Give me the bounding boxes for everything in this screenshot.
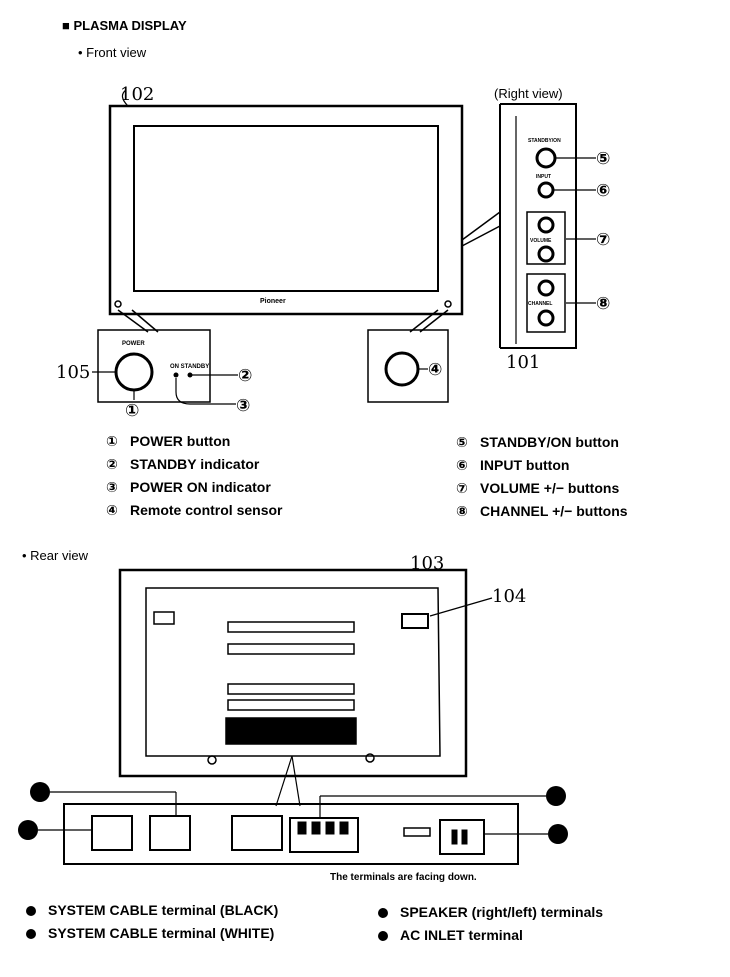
legend-item: SYSTEM CABLE terminal (WHITE) <box>26 922 278 945</box>
rear-legend-left: SYSTEM CABLE terminal (BLACK) SYSTEM CAB… <box>26 899 278 945</box>
callout-5: ⑤ <box>596 149 610 169</box>
rear-note: The terminals are facing down. <box>330 872 477 883</box>
bullet-icon <box>378 908 388 918</box>
power-label: POWER <box>122 341 145 347</box>
terminal-strip <box>38 791 548 865</box>
display-rear <box>118 568 493 807</box>
callout-dot-rear-2 <box>18 820 38 840</box>
right-view-panel <box>499 103 596 349</box>
rear-view-heading: • Rear view <box>22 548 88 563</box>
callout-dot-rear-4 <box>548 824 568 844</box>
front-view-heading: • Front view <box>78 45 147 60</box>
callout-dot-rear-3 <box>546 786 566 806</box>
page-title: ■ PLASMA DISPLAY <box>62 18 187 33</box>
callout-1: ① <box>125 401 139 421</box>
callout-8: ⑧ <box>596 294 610 314</box>
volume-label: VOLUME <box>530 238 552 244</box>
display-front <box>108 89 501 333</box>
callout-dot-rear-1 <box>30 782 50 802</box>
callout-3: ③ <box>236 396 250 416</box>
bullet-icon <box>26 929 36 939</box>
legend-item: AC INLET terminal <box>378 924 603 947</box>
ref-101: 101 <box>506 352 541 373</box>
ref-104: 104 <box>492 586 527 607</box>
legend-item: SPEAKER (right/left) terminals <box>378 901 603 924</box>
right-view-label: (Right view) <box>494 86 563 101</box>
ref-102: 102 <box>120 84 155 105</box>
channel-label: CHANNEL <box>528 301 552 307</box>
callout-7: ⑦ <box>596 230 610 250</box>
callout-6: ⑥ <box>596 181 610 201</box>
legend-item: SYSTEM CABLE terminal (BLACK) <box>26 899 278 922</box>
bullet-icon <box>378 931 388 941</box>
brand-logo: Pioneer <box>260 298 286 305</box>
power-detail-box <box>92 329 238 405</box>
rear-legend-right: SPEAKER (right/left) terminals AC INLET … <box>378 901 603 947</box>
callout-4: ④ <box>428 360 442 380</box>
bullet-icon <box>26 906 36 916</box>
sensor-detail-box <box>367 329 449 403</box>
callout-2: ② <box>238 366 252 386</box>
input-label: INPUT <box>536 174 551 180</box>
indicator-label: ON STANDBY <box>170 364 209 370</box>
standby-label: STANDBY/ON <box>528 138 561 144</box>
ref-105: 105 <box>56 362 91 383</box>
